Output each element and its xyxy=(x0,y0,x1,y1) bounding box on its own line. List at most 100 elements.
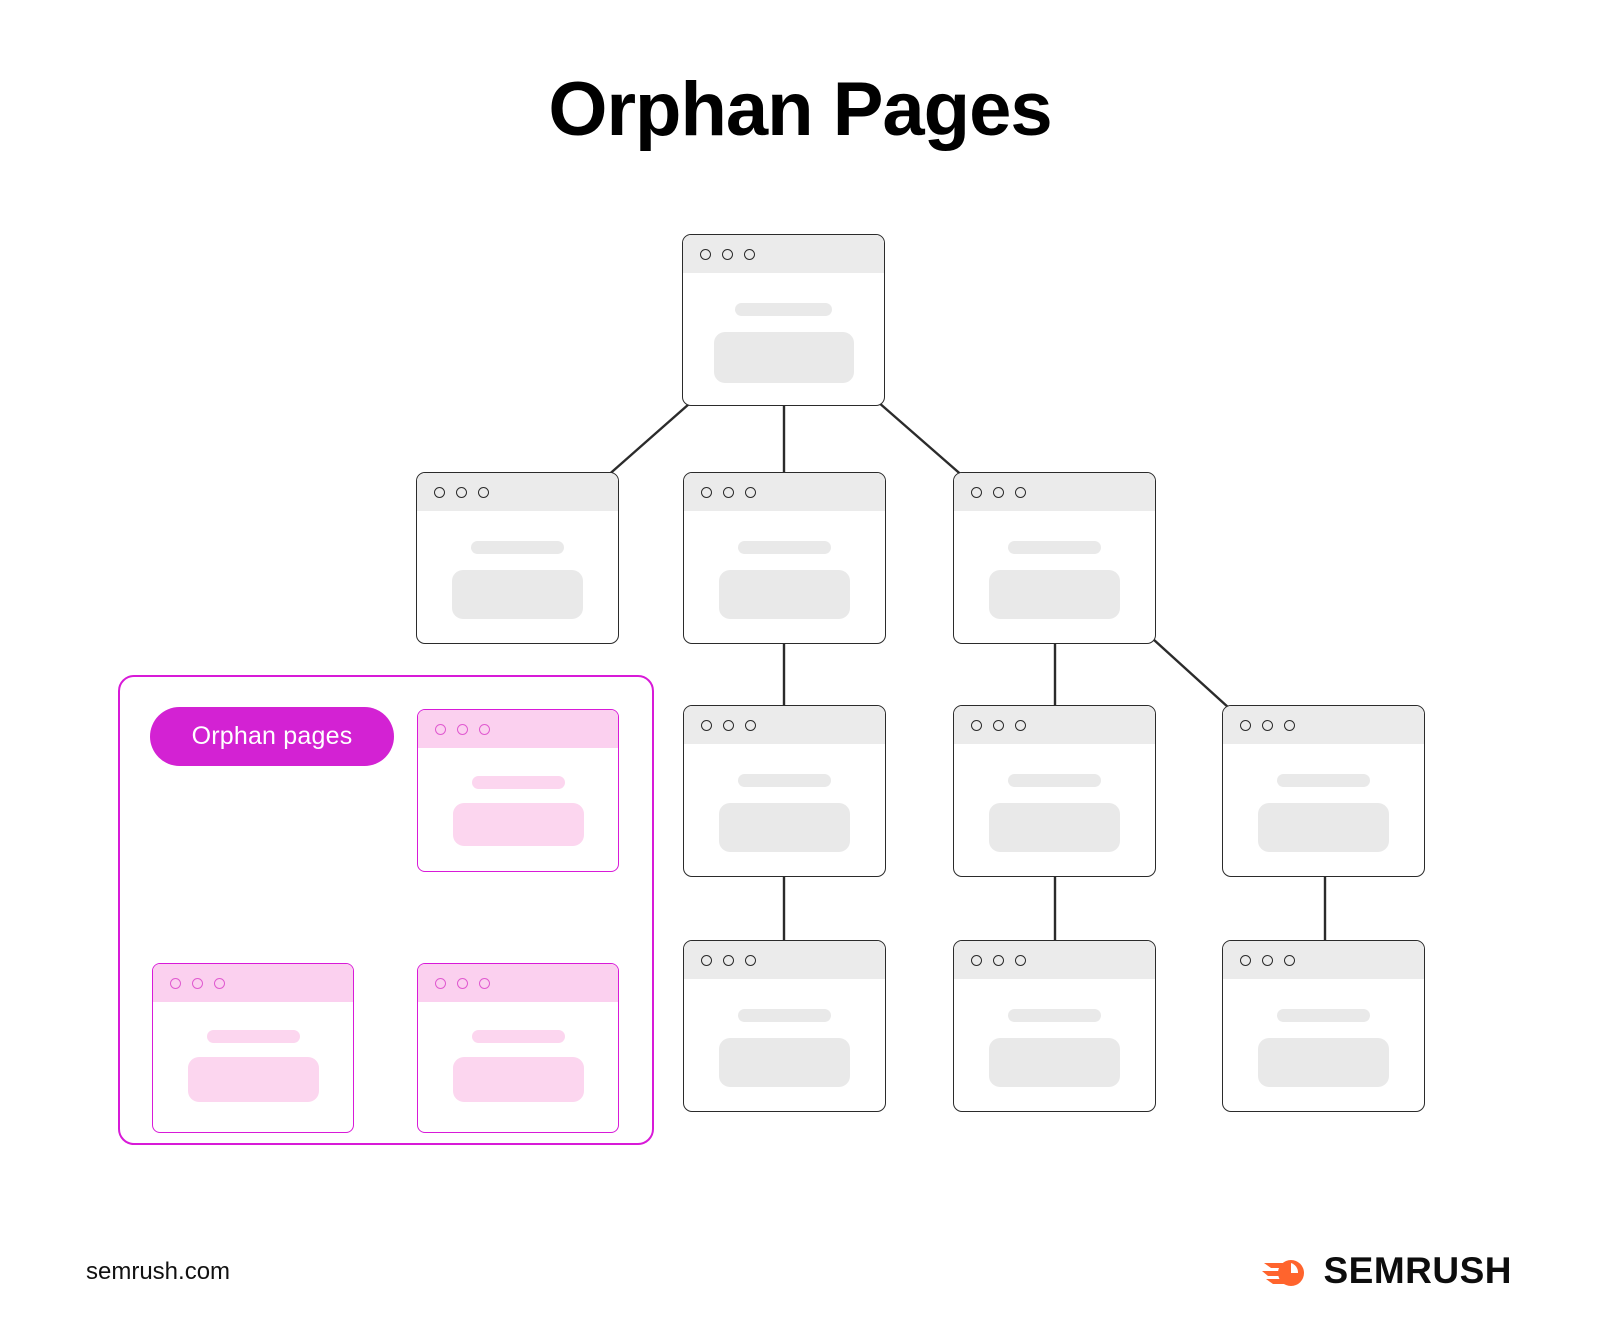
card-titlebar xyxy=(684,941,885,979)
card-titlebar xyxy=(1223,706,1424,744)
child-page-card-1[interactable] xyxy=(683,705,886,877)
placeholder-line xyxy=(1277,774,1370,787)
placeholder-line xyxy=(471,1030,565,1043)
card-body xyxy=(954,744,1155,876)
footer-url: semrush.com xyxy=(86,1258,231,1285)
card-titlebar xyxy=(417,473,618,511)
titlebar-dot-icon xyxy=(971,486,982,498)
titlebar-dot-icon xyxy=(1015,486,1026,498)
card-titlebar xyxy=(684,706,885,744)
titlebar-dot-icon xyxy=(993,954,1004,966)
titlebar-dot-icon xyxy=(434,486,445,498)
titlebar-dot-icon xyxy=(479,723,490,735)
titlebar-dot-icon xyxy=(457,977,468,989)
placeholder-line xyxy=(735,303,832,316)
card-body xyxy=(683,273,884,405)
child-page-card-3[interactable] xyxy=(1222,705,1425,877)
page-title: Orphan Pages xyxy=(548,67,1052,152)
titlebar-dot-icon xyxy=(1015,954,1026,966)
placeholder-block xyxy=(452,1057,584,1102)
placeholder-block xyxy=(719,1038,850,1087)
placeholder-block xyxy=(713,332,854,383)
placeholder-line xyxy=(738,541,831,554)
orphan-card-bottom-right[interactable] xyxy=(417,963,619,1133)
titlebar-dot-icon xyxy=(479,977,490,989)
placeholder-block xyxy=(1258,803,1389,852)
semrush-wordmark: SEMRUSH xyxy=(1323,1250,1512,1291)
titlebar-dot-icon xyxy=(1015,719,1026,731)
branch-page-card-2[interactable] xyxy=(683,472,886,644)
titlebar-dot-icon xyxy=(745,719,756,731)
titlebar-dot-icon xyxy=(700,248,711,260)
titlebar-dot-icon xyxy=(1262,719,1273,731)
card-body xyxy=(684,511,885,643)
placeholder-block xyxy=(719,570,850,619)
titlebar-dot-icon xyxy=(170,977,181,989)
placeholder-line xyxy=(1008,774,1101,787)
child-page-card-2[interactable] xyxy=(953,705,1156,877)
card-body xyxy=(1223,744,1424,876)
semrush-comet-icon xyxy=(1262,1251,1310,1291)
titlebar-dot-icon xyxy=(723,486,734,498)
card-titlebar xyxy=(418,710,618,748)
titlebar-dot-icon xyxy=(971,954,982,966)
card-titlebar xyxy=(683,235,884,273)
placeholder-block xyxy=(989,803,1120,852)
titlebar-dot-icon xyxy=(214,977,225,989)
placeholder-block xyxy=(989,570,1120,619)
titlebar-dot-icon xyxy=(192,977,203,989)
placeholder-block xyxy=(1258,1038,1389,1087)
titlebar-dot-icon xyxy=(971,719,982,731)
leaf-page-card-2[interactable] xyxy=(953,940,1156,1112)
card-titlebar xyxy=(954,941,1155,979)
titlebar-dot-icon xyxy=(478,486,489,498)
titlebar-dot-icon xyxy=(723,954,734,966)
placeholder-block xyxy=(719,803,850,852)
titlebar-dot-icon xyxy=(1240,954,1251,966)
placeholder-line xyxy=(738,1009,831,1022)
titlebar-dot-icon xyxy=(701,719,712,731)
titlebar-dot-icon xyxy=(435,977,446,989)
titlebar-dot-icon xyxy=(723,719,734,731)
semrush-comet-icon-svg xyxy=(1262,1260,1305,1286)
orphan-card-top-right[interactable] xyxy=(417,709,619,872)
root-page-card[interactable] xyxy=(682,234,885,406)
card-body xyxy=(684,979,885,1111)
card-titlebar xyxy=(1223,941,1424,979)
placeholder-line xyxy=(1008,541,1101,554)
card-titlebar xyxy=(684,473,885,511)
card-body xyxy=(954,979,1155,1111)
semrush-logo: SEMRUSH xyxy=(1262,1250,1512,1292)
leaf-page-card-1[interactable] xyxy=(683,940,886,1112)
placeholder-line xyxy=(1008,1009,1101,1022)
orphan-card-bottom-left[interactable] xyxy=(152,963,354,1133)
card-body xyxy=(417,511,618,643)
card-body xyxy=(1223,979,1424,1111)
branch-page-card-3[interactable] xyxy=(953,472,1156,644)
titlebar-dot-icon xyxy=(457,723,468,735)
titlebar-dot-icon xyxy=(745,486,756,498)
placeholder-line xyxy=(738,774,831,787)
placeholder-block xyxy=(989,1038,1120,1087)
titlebar-dot-icon xyxy=(745,954,756,966)
card-body xyxy=(684,744,885,876)
titlebar-dot-icon xyxy=(993,719,1004,731)
titlebar-dot-icon xyxy=(435,723,446,735)
card-body xyxy=(418,1002,618,1132)
titlebar-dot-icon xyxy=(722,248,733,260)
placeholder-line xyxy=(471,776,565,789)
leaf-page-card-3[interactable] xyxy=(1222,940,1425,1112)
card-titlebar xyxy=(954,706,1155,744)
titlebar-dot-icon xyxy=(993,486,1004,498)
card-body xyxy=(418,748,618,871)
placeholder-line xyxy=(1277,1009,1370,1022)
card-titlebar xyxy=(418,964,618,1002)
titlebar-dot-icon xyxy=(1240,719,1251,731)
titlebar-dot-icon xyxy=(1284,719,1295,731)
branch-page-card-1[interactable] xyxy=(416,472,619,644)
placeholder-block xyxy=(187,1057,319,1102)
titlebar-dot-icon xyxy=(744,248,755,260)
placeholder-line xyxy=(471,541,564,554)
titlebar-dot-icon xyxy=(456,486,467,498)
placeholder-block xyxy=(452,570,583,619)
